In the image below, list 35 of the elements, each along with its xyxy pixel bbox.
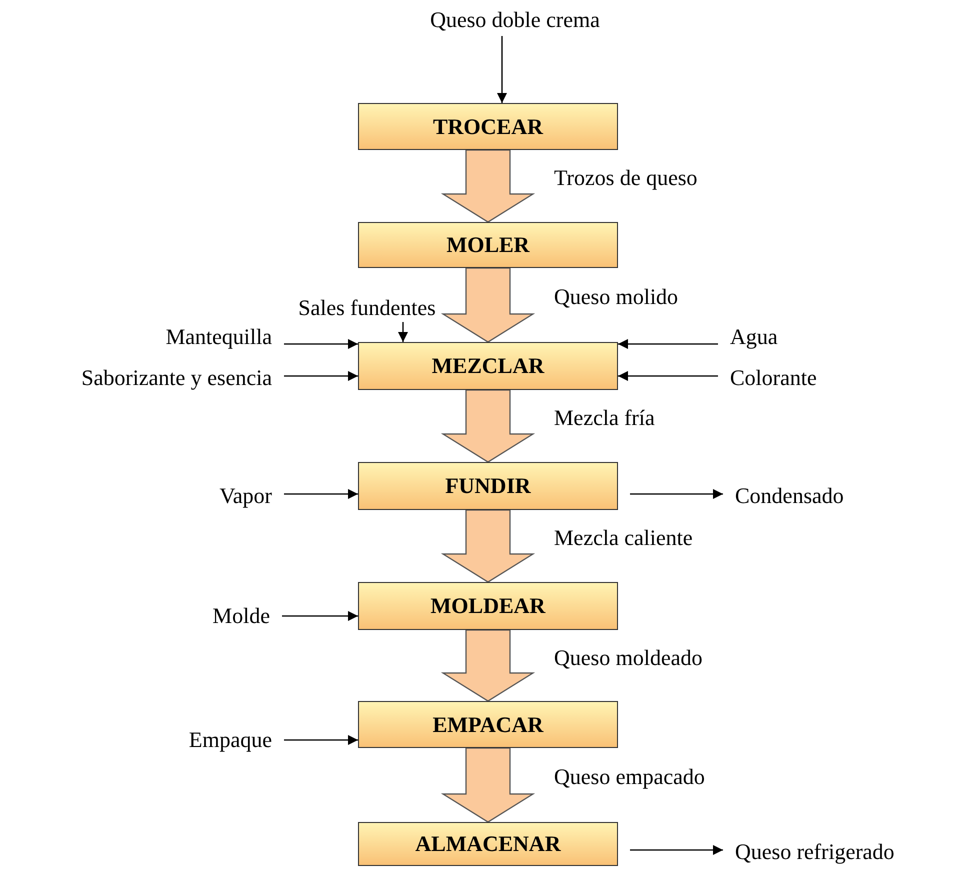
process-box: TROCEAR <box>358 103 618 150</box>
arrow <box>284 371 358 381</box>
process-box: MEZCLAR <box>358 342 618 390</box>
arrow <box>284 735 358 745</box>
stream-label: Empaque <box>188 727 272 753</box>
stream-label: Saborizante y esencia <box>81 365 272 391</box>
arrow <box>618 339 718 349</box>
process-box: MOLDEAR <box>358 582 618 630</box>
process-box: ALMACENAR <box>358 822 618 866</box>
stream-label: Vapor <box>219 483 272 509</box>
stream-label: Colorante <box>730 365 817 391</box>
stream-label: Sales fundentes <box>298 295 436 321</box>
stream-label: Molde <box>212 603 270 629</box>
arrow <box>282 611 358 621</box>
block-arrow <box>440 149 536 223</box>
stream-label: Condensado <box>735 483 844 509</box>
block-arrow <box>440 747 536 823</box>
stream-label: Agua <box>730 324 778 350</box>
arrow <box>398 322 408 342</box>
arrow <box>630 845 723 855</box>
arrow <box>618 371 718 381</box>
block-arrow <box>440 389 536 463</box>
arrow <box>284 489 358 499</box>
stream-label: Queso doble crema <box>430 7 600 33</box>
stream-label: Mantequilla <box>166 324 272 350</box>
block-arrow <box>440 509 536 583</box>
process-box: EMPACAR <box>358 701 618 748</box>
process-box: FUNDIR <box>358 462 618 510</box>
arrow <box>630 489 723 499</box>
block-arrow <box>440 267 536 343</box>
block-arrow <box>440 629 536 702</box>
arrow <box>497 36 507 103</box>
process-box: MOLER <box>358 222 618 268</box>
arrow <box>284 339 358 349</box>
stream-label: Queso refrigerado <box>735 839 894 865</box>
